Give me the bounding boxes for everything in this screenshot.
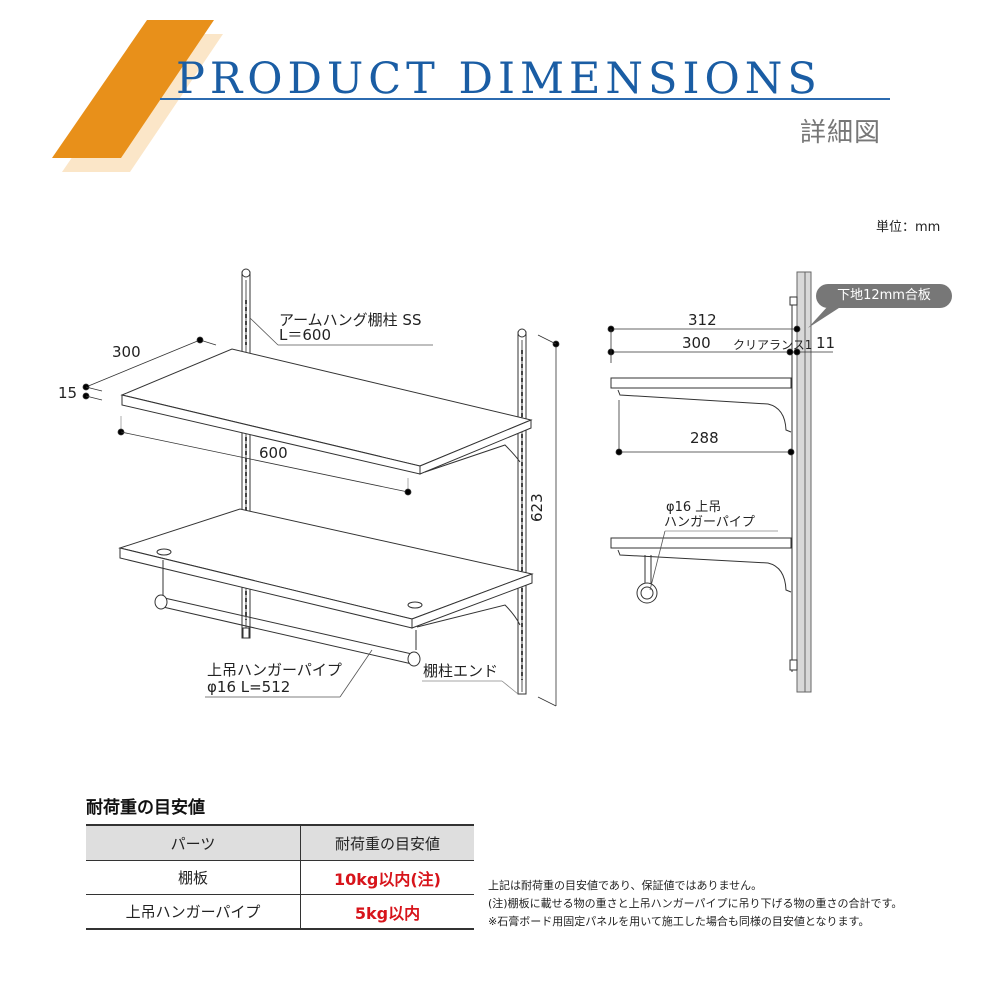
perspective-drawing (118, 268, 534, 695)
dim-wall-offset: 11 (816, 334, 836, 352)
unit-label: 単位：mm (876, 220, 941, 235)
dim-shelf-width: 600 (259, 444, 288, 462)
accent-shape (52, 20, 214, 158)
substrate-callout: 下地12mm合板 (816, 284, 952, 308)
pipe-label-name: 上吊ハンガーパイプ (207, 661, 342, 679)
clearance-label: クリアランス1 (733, 338, 813, 352)
dim-bracket-depth: 288 (690, 429, 719, 447)
post-label-length: L＝600 (279, 326, 331, 344)
row-load-value: 10kg以内(注) (300, 860, 474, 895)
notes-block: 上記は耐荷重の目安値であり、保証値ではありません。 (注)棚板に載せる物の重さと… (488, 877, 902, 931)
dim-overall-depth: 312 (688, 311, 717, 329)
row-part: 棚板 (86, 860, 301, 895)
pipe-label-size: φ16 L=512 (207, 678, 291, 696)
note-line: 上記は耐荷重の目安値であり、保証値ではありません。 (488, 879, 763, 892)
dim-total-height: 623 (528, 493, 546, 522)
table-header-row: パーツ 耐荷重の目安値 (86, 824, 474, 861)
perspective-dimensions (82, 317, 560, 707)
dim-shelf-thickness: 15 (58, 384, 78, 402)
row-part: 上吊ハンガーパイプ (86, 894, 301, 930)
header-part: パーツ (86, 824, 301, 861)
page-subtitle: 詳細図 (800, 118, 882, 148)
page-title: PRODUCT DIMENSIONS (176, 54, 822, 104)
post-label-name: アームハング棚柱 SS (279, 311, 422, 329)
side-pipe-label-size: φ16 上吊 (666, 500, 722, 515)
header-load: 耐荷重の目安値 (300, 824, 474, 861)
side-dimensions (607, 306, 842, 591)
table-row: 棚板 10kg以内(注) (86, 860, 474, 895)
post-end-label: 棚柱エンド (423, 662, 499, 680)
row-load-value: 5kg以内 (300, 894, 474, 930)
note-line: ※石膏ボード用固定パネルを用いて施工した場合も同様の目安値となります。 (488, 915, 870, 928)
load-section-title: 耐荷重の目安値 (86, 798, 205, 818)
title-underline (160, 98, 890, 100)
note-line: (注)棚板に載せる物の重さと上吊ハンガーパイプに吊り下げる物の重さの合計です。 (488, 897, 903, 910)
load-table: パーツ 耐荷重の目安値 棚板 10kg以内(注) 上吊ハンガーパイプ 5kg以内 (86, 824, 474, 930)
side-drawing (610, 271, 812, 693)
table-row: 上吊ハンガーパイプ 5kg以内 (86, 894, 474, 930)
side-pipe-label-name: ハンガーパイプ (664, 515, 755, 530)
dim-side-shelf-depth: 300 (682, 334, 711, 352)
dim-shelf-depth: 300 (112, 343, 141, 361)
